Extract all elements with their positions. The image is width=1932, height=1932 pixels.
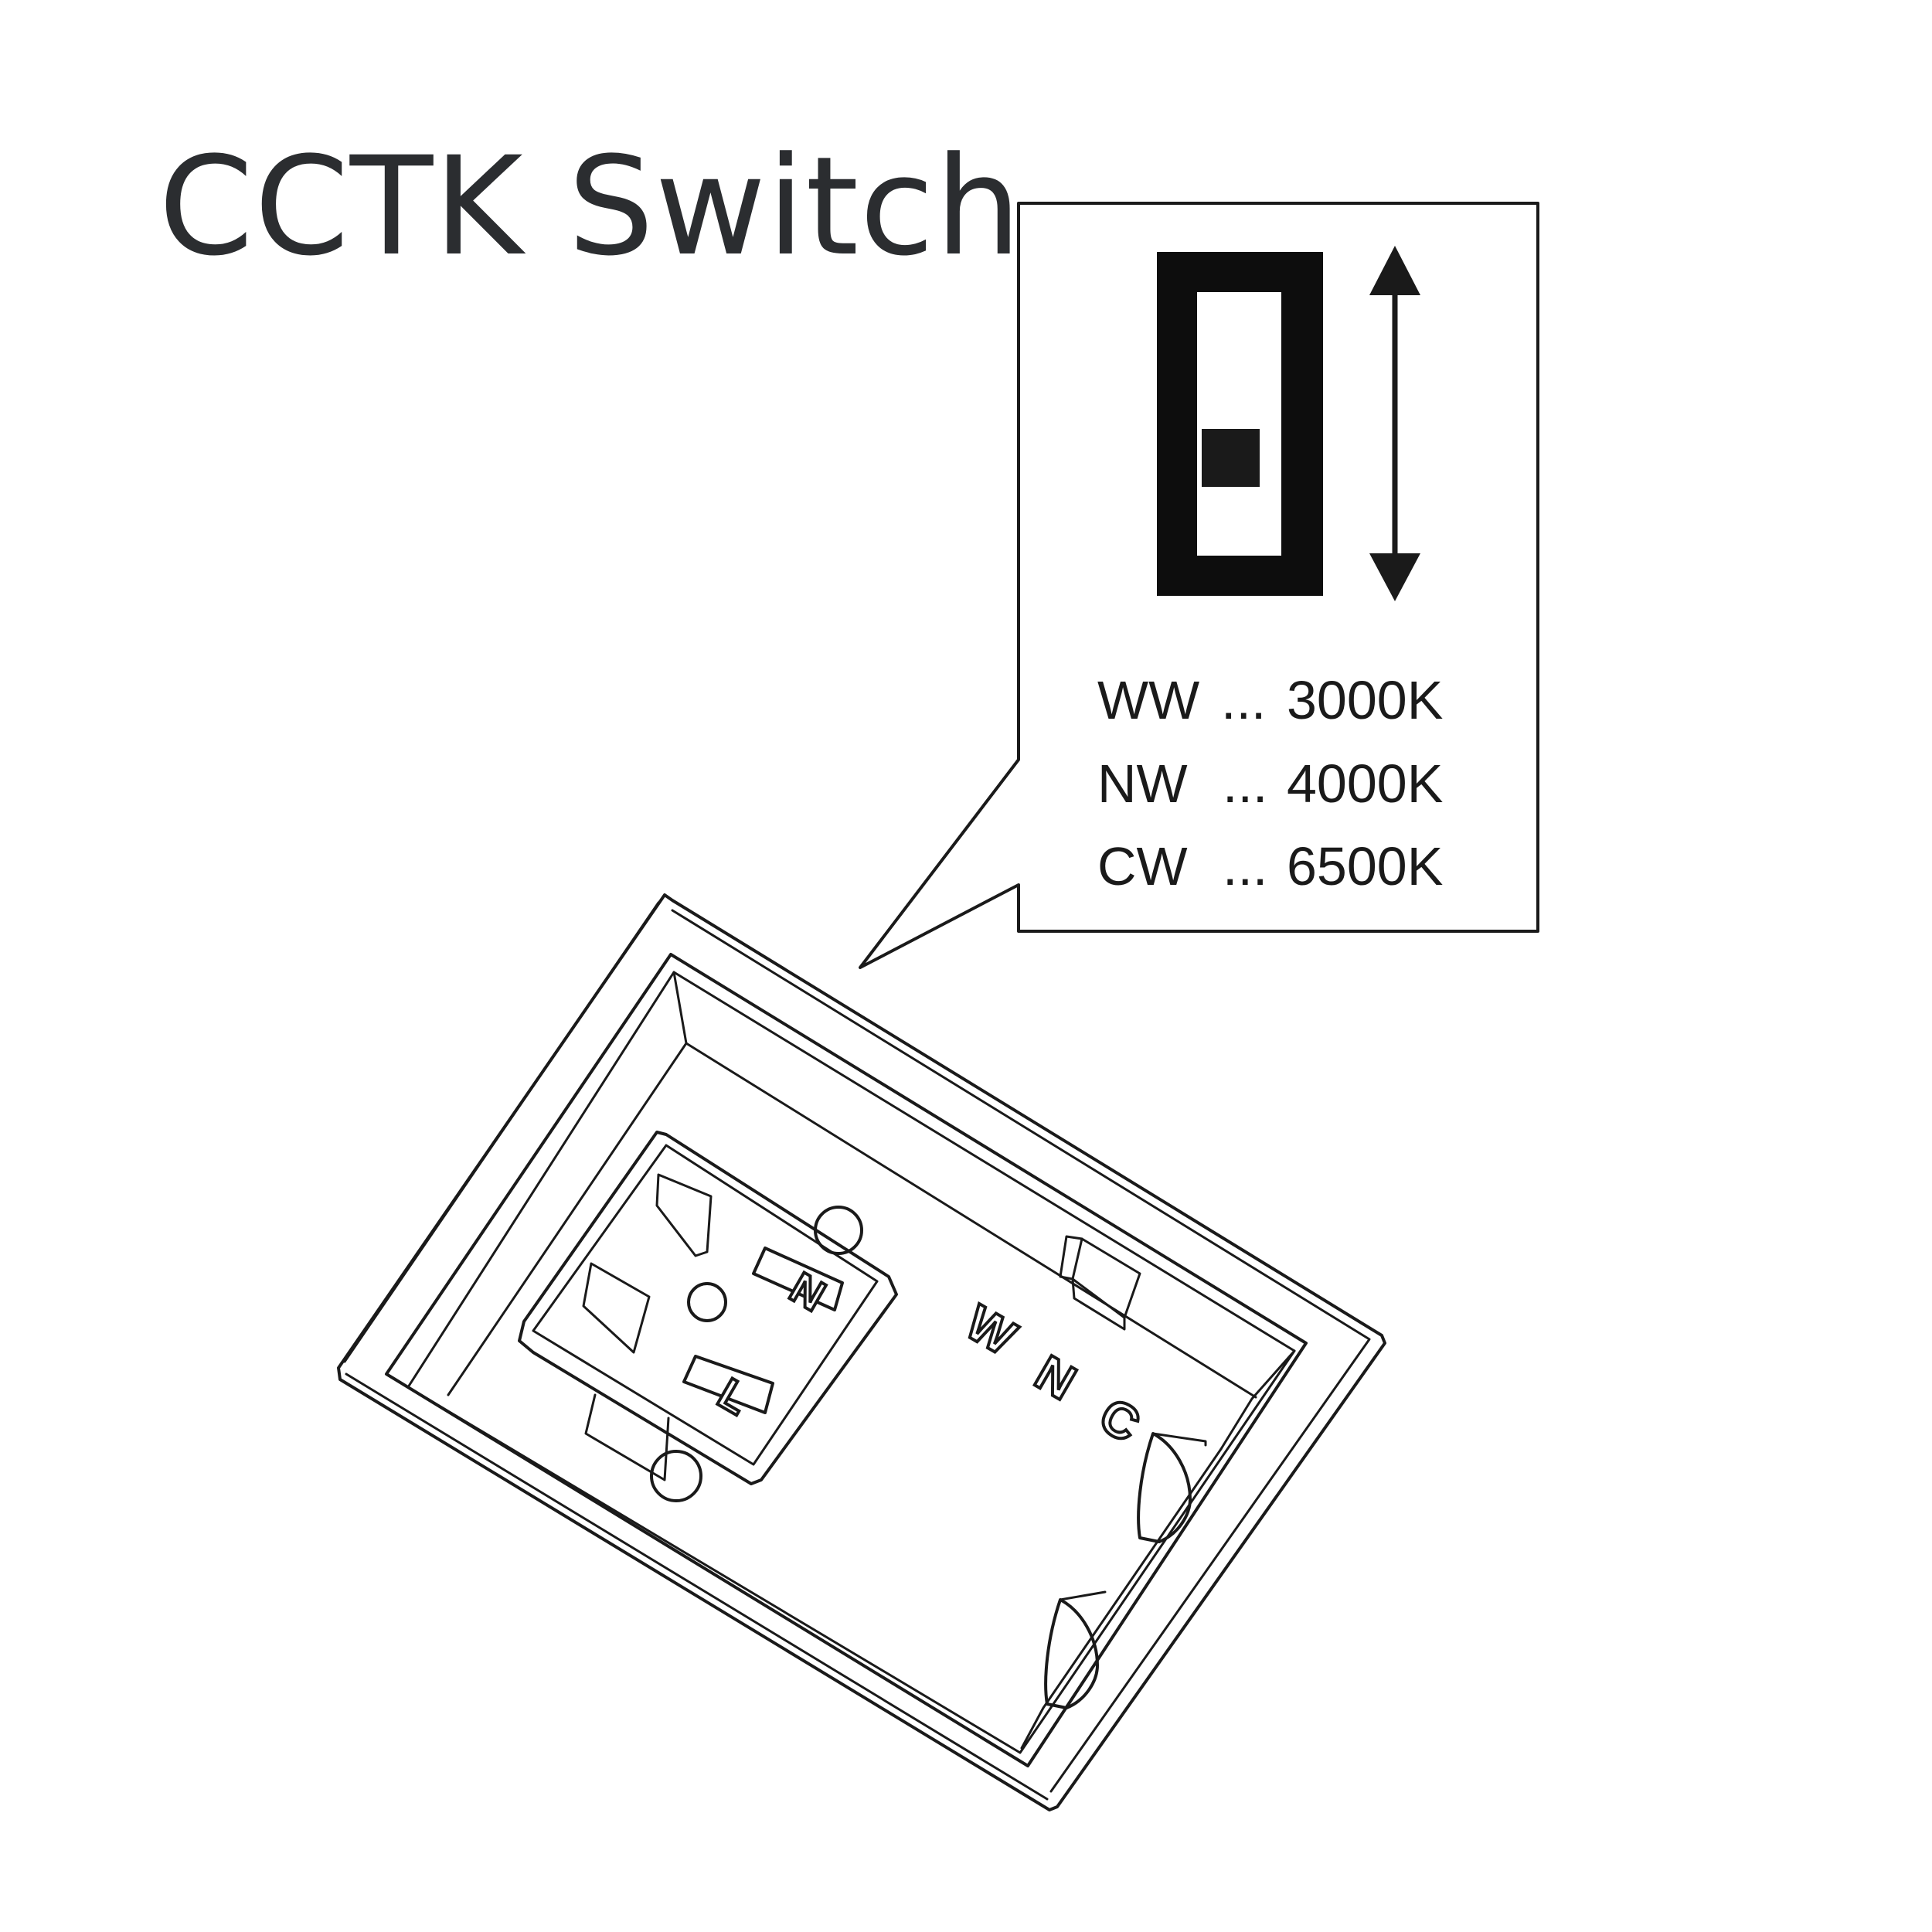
slide-switch-icon [1157,252,1323,596]
legend-separator: ... [1221,670,1266,730]
legend-row-ww: WW ... 3000K [1097,670,1443,730]
terminal-tab-n [752,1247,844,1311]
marking-w: W [957,1294,1026,1366]
terminal-tab-l [682,1355,774,1414]
page-title: CCTK Switch [158,128,1022,286]
mounting-post [650,1450,702,1502]
cct-markings: W N C [955,1293,1151,1454]
legend-value: 3000K [1287,670,1443,730]
legend-code: WW [1097,670,1199,730]
center-screw [687,1282,727,1322]
selector-switch [1059,1235,1141,1331]
legend-code: NW [1097,753,1188,814]
callout-bubble [859,202,1539,969]
legend-row-cw: CW ... 6500K [1097,836,1443,896]
terminal-label-l: L [710,1369,757,1424]
mounting-post [814,1206,863,1255]
legend-row-nw: NW ... 4000K [1097,753,1443,814]
legend-code: CW [1097,836,1188,896]
legend-separator: ... [1223,753,1267,814]
legend-separator: ... [1223,836,1267,896]
terminal-block: N L [518,1131,898,1502]
legend-value: 4000K [1287,753,1443,814]
double-arrow-icon [1369,246,1420,601]
device-housing [337,893,1386,1811]
legend-value: 6500K [1287,836,1443,896]
terminal-label-n: N [782,1263,834,1321]
spring-clips [1044,1432,1207,1709]
marking-n: N [1026,1345,1085,1410]
marking-c: C [1090,1387,1149,1453]
